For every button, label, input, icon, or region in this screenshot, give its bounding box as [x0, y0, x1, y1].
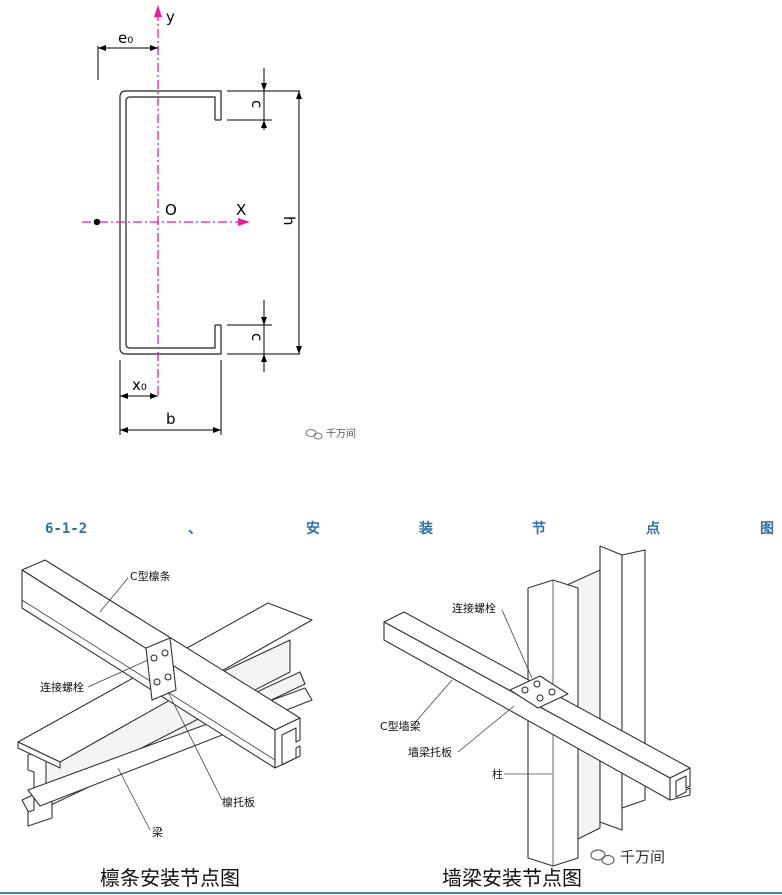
- callout-line-plate-right: [457, 705, 515, 753]
- caption-left: 檩条安装节点图: [100, 866, 240, 890]
- watermark-top: 千万间: [305, 427, 356, 440]
- c-top-arrow2: [261, 120, 267, 128]
- e0-arrow-left: [98, 45, 106, 51]
- column-back-flange: [599, 545, 623, 831]
- y-axis-arrow: [154, 5, 162, 17]
- callout-column: 柱: [492, 767, 503, 781]
- x0-arrow-right: [150, 393, 158, 399]
- e0-arrow-right: [150, 45, 158, 51]
- callout-line-beam: [117, 767, 151, 831]
- callout-line-wall-beam: [411, 679, 453, 727]
- wall-beam-support-plate: [509, 675, 569, 709]
- caption-right: 墙梁安装节点图: [442, 866, 582, 890]
- h-arrow-bottom: [296, 346, 302, 354]
- watermark-text-bottom: 千万间: [620, 848, 665, 866]
- shear-center-dot: [93, 218, 101, 226]
- wall-beam-node-drawing: 连接螺栓 C型墙梁 墙梁托板 柱 墙梁安装节点图 千万间: [380, 545, 691, 890]
- bolt-icon: [548, 688, 556, 696]
- heading-char-2: 安: [306, 520, 320, 537]
- h-label: h: [280, 216, 298, 226]
- x-axis-arrow: [238, 218, 250, 226]
- purlin-support-plate: [145, 637, 177, 701]
- origin-label: O: [165, 201, 177, 219]
- callout-purlin: C型檩条: [130, 569, 171, 583]
- callout-bolt-left: 连接螺栓: [40, 680, 84, 694]
- wechat-icon-bubble: [601, 854, 615, 866]
- callout-beam: 梁: [152, 825, 163, 839]
- beam-top-flange-edge: [17, 741, 61, 769]
- bolt-icon: [533, 680, 541, 688]
- callout-bolt-right: 连接螺栓: [452, 601, 496, 615]
- wall-beam-end-section: [669, 767, 691, 801]
- c-top-label: c: [248, 100, 266, 108]
- c-bottom-label: c: [248, 333, 266, 341]
- callout-plate-right: 墙梁托板: [408, 745, 452, 759]
- heading-char-4: 节: [532, 520, 546, 537]
- heading-char-6: 图: [760, 521, 774, 537]
- heading-char-3: 装: [418, 520, 434, 537]
- purlin-node-drawing: C型檩条 连接螺栓 檩托板 梁 檩条安装节点图: [17, 559, 313, 890]
- b-arrow-left: [120, 427, 128, 433]
- callout-line-plate: [167, 691, 223, 801]
- heading-char-0: 6-1-2: [45, 521, 87, 537]
- callout-plate-left: 檩托板: [222, 795, 255, 809]
- bolt-icon: [164, 673, 172, 681]
- callout-line-bolt-right: [501, 609, 533, 679]
- wechat-icon: [590, 849, 606, 861]
- bolt-icon: [161, 649, 169, 657]
- callout-line-bolt: [87, 659, 149, 688]
- x0-arrow-left: [120, 393, 128, 399]
- bolt-icon: [521, 686, 529, 694]
- c-profile-inner: [125, 96, 216, 349]
- c-top-arrow1: [261, 83, 267, 91]
- wechat-icon-bubble: [313, 432, 323, 440]
- heading-char-1: 、: [188, 521, 202, 537]
- bolt-icon: [150, 654, 158, 662]
- b-arrow-right: [213, 427, 221, 433]
- purlin-end-section: [274, 717, 301, 769]
- c-bot-arrow2: [261, 354, 267, 362]
- watermark-text-top: 千万间: [326, 427, 356, 440]
- c-bot-arrow1: [261, 317, 267, 325]
- b-label: b: [166, 410, 176, 428]
- callout-wall-beam: C型墙梁: [380, 719, 421, 733]
- bolt-icon: [536, 694, 544, 702]
- watermark-bottom: 千万间: [590, 848, 665, 866]
- callout-line-purlin: [99, 577, 129, 613]
- purlin-flange-line: [21, 599, 276, 761]
- section-heading: 6-1-2 、 安 装 节 点 图: [45, 520, 774, 537]
- x-axis-label: X: [236, 201, 246, 219]
- h-arrow-top: [296, 91, 302, 99]
- bolt-icon: [153, 678, 161, 686]
- heading-char-5: 点: [646, 520, 660, 537]
- x0-label: x₀: [132, 376, 147, 394]
- e0-label: e₀: [118, 29, 133, 47]
- c-section-drawing: y X O e₀ c c h x₀: [82, 5, 356, 440]
- y-axis-label: y: [166, 8, 175, 26]
